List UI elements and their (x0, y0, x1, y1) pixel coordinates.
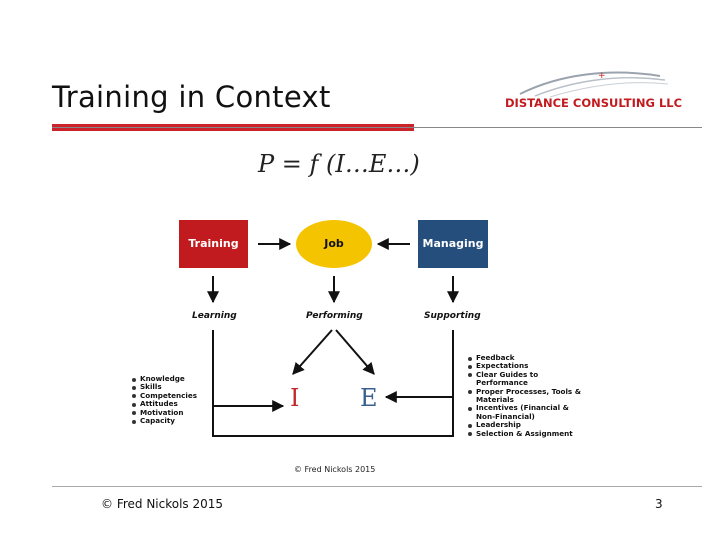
list-item: Competencies (132, 391, 197, 400)
page-number: 3 (655, 497, 663, 511)
list-item: Incentives (Financial & Non-Financial) (468, 404, 576, 421)
footer-divider (52, 486, 702, 487)
learning-label: Learning (192, 311, 237, 321)
performance-formula: P = f (I…E…) (258, 150, 420, 178)
individual-letter: I (290, 384, 300, 412)
footer-copyright: © Fred Nickols 2015 (101, 497, 224, 511)
diagram-copyright: © Fred Nickols 2015 (294, 465, 376, 474)
list-item: Proper Processes, Tools & Materials (468, 387, 588, 405)
svg-text:+: + (598, 71, 606, 81)
list-item: Expectations (468, 361, 588, 370)
managing-box: Managing (418, 220, 488, 268)
list-item: Clear Guides to Performance (468, 370, 571, 388)
environment-letter: E (360, 384, 378, 412)
performing-to-i-arrow (292, 329, 333, 375)
environment-factors-list: Feedback Expectations Clear Guides to Pe… (468, 353, 588, 438)
list-item: Knowledge (132, 374, 197, 383)
job-ellipse: Job (296, 220, 372, 268)
learning-loop (212, 330, 454, 437)
list-item: Motivation (132, 408, 197, 417)
list-item: Attitudes (132, 399, 197, 408)
list-item: Capacity (132, 416, 197, 425)
logo-text: DISTANCE CONSULTING LLC (505, 96, 683, 110)
list-item: Feedback (468, 353, 588, 362)
individual-factors-list: Knowledge Skills Competencies Attitudes … (132, 374, 197, 425)
list-item: Skills (132, 382, 197, 391)
supporting-label: Supporting (424, 311, 481, 321)
list-item: Selection & Assignment (468, 429, 588, 438)
company-logo: + DISTANCE CONSULTING LLC (500, 66, 683, 112)
training-box: Training (179, 220, 248, 268)
list-item: Leadership (468, 420, 588, 429)
logo-swoosh-icon: + (519, 71, 669, 98)
title-divider (52, 127, 702, 128)
performing-to-e-arrow (335, 329, 375, 375)
slide-title: Training in Context (52, 80, 331, 114)
performing-label: Performing (306, 311, 363, 321)
